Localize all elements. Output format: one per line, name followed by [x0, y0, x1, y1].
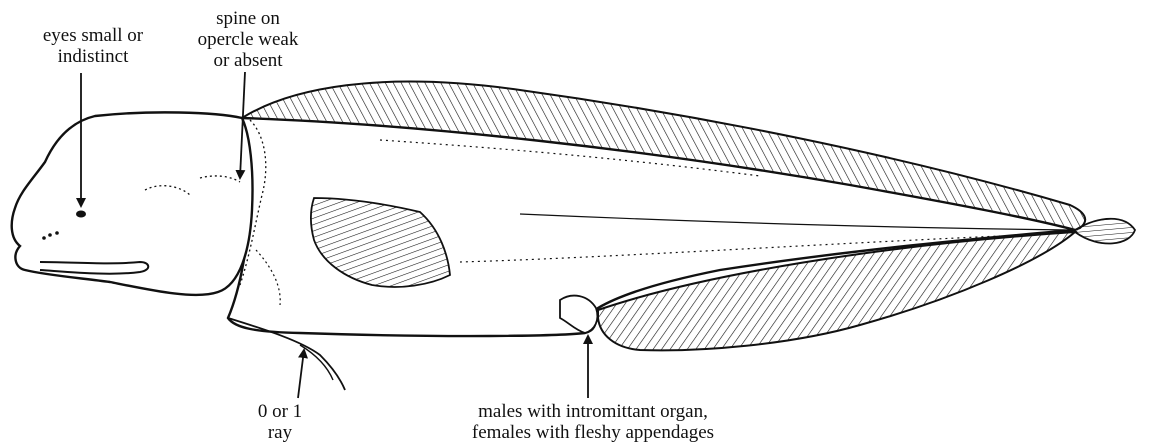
spine-label: spine on opercle weak or absent	[178, 8, 318, 71]
eye	[76, 211, 86, 218]
ray-label: 0 or 1 ray	[230, 401, 330, 443]
spine-label-line-1: spine on	[178, 8, 318, 29]
eyes-label: eyes small or indistinct	[8, 25, 178, 67]
spine-label-line-2: opercle weak	[178, 29, 318, 50]
ray-label-line-2: ray	[230, 422, 330, 443]
eyes-label-line-2: indistinct	[8, 46, 178, 67]
fish-head	[12, 112, 253, 295]
spine-label-line-3: or absent	[178, 50, 318, 71]
organ-label-line-2: females with fleshy appendages	[408, 422, 778, 443]
organ-label: males with intromittant organ, females w…	[408, 401, 778, 443]
ray-label-line-1: 0 or 1	[230, 401, 330, 422]
eyes-label-line-1: eyes small or	[8, 25, 178, 46]
organ-label-line-1: males with intromittant organ,	[408, 401, 778, 422]
arrow-ray	[298, 350, 304, 398]
